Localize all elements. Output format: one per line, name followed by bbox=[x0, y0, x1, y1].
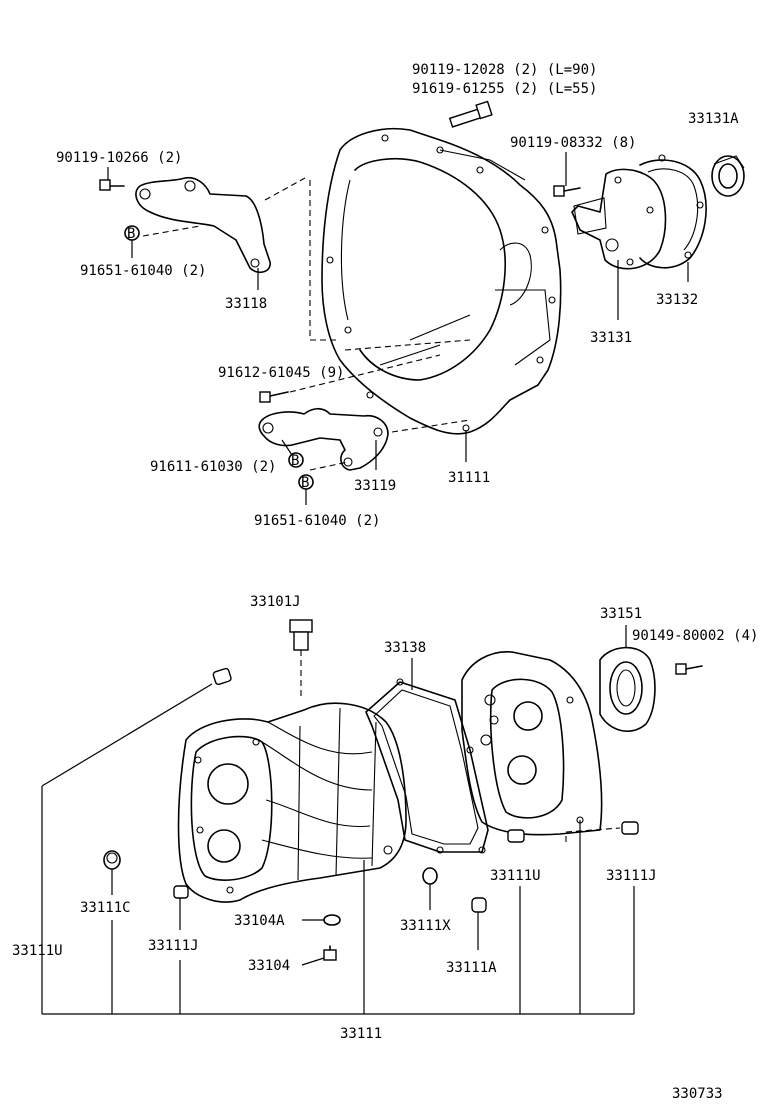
label-91619-61255: 91619-61255 (2) (L=55) bbox=[412, 81, 597, 97]
washer-b-icon: B bbox=[124, 225, 140, 242]
dowel-pin-icon bbox=[507, 829, 525, 843]
bracket-33118-icon bbox=[135, 176, 271, 274]
label-33111c: 33111C bbox=[80, 900, 131, 916]
oil-seal-icon bbox=[711, 155, 745, 197]
label-33111j-left: 33111J bbox=[148, 938, 199, 954]
label-33151: 33151 bbox=[600, 606, 642, 622]
label-33111j-right: 33111J bbox=[606, 868, 657, 884]
bracket-33119-icon bbox=[258, 407, 389, 471]
label-91651-61040-top: 91651-61040 (2) bbox=[80, 263, 206, 279]
label-33101j: 33101J bbox=[250, 594, 301, 610]
label-33111u-right: 33111U bbox=[490, 868, 541, 884]
dowel-pin-icon bbox=[212, 667, 232, 686]
label-33131a: 33131A bbox=[688, 111, 739, 127]
label-33111x: 33111X bbox=[400, 918, 451, 934]
label-33138: 33138 bbox=[384, 640, 426, 656]
reference-bracket bbox=[41, 786, 634, 1015]
gasket-33138-icon bbox=[365, 678, 489, 854]
label-33132: 33132 bbox=[656, 292, 698, 308]
rear-retainer-icon bbox=[599, 646, 656, 733]
retainer-bolt-icon bbox=[553, 185, 581, 197]
bell-housing-icon bbox=[321, 127, 562, 435]
drain-plug-icon bbox=[323, 945, 337, 961]
label-90149-80002: 90149-80002 (4) bbox=[632, 628, 758, 644]
label-33104a: 33104A bbox=[234, 913, 285, 929]
label-33111u-left: 33111U bbox=[12, 943, 63, 959]
label-91612-61045: 91612-61045 (9) bbox=[218, 365, 344, 381]
svg-text:B: B bbox=[301, 475, 309, 491]
transmission-case-icon bbox=[177, 702, 407, 903]
svg-text:B: B bbox=[127, 226, 135, 242]
label-33111a: 33111A bbox=[446, 960, 497, 976]
label-90119-12028: 90119-12028 (2) (L=90) bbox=[412, 62, 597, 78]
gasket-33132-icon bbox=[639, 154, 707, 269]
label-33111: 33111 bbox=[340, 1026, 382, 1042]
plug-33111c-icon bbox=[103, 850, 121, 870]
label-90119-08332: 90119-08332 (8) bbox=[510, 135, 636, 151]
label-33119: 33119 bbox=[354, 478, 396, 494]
extension-housing-icon bbox=[461, 651, 603, 836]
dowel-pin-icon bbox=[621, 821, 639, 835]
label-33104: 33104 bbox=[248, 958, 290, 974]
plug-33111a-icon bbox=[471, 897, 487, 913]
diagram-id: 330733 bbox=[672, 1086, 723, 1102]
label-33118: 33118 bbox=[225, 296, 267, 312]
long-bolt-icon bbox=[448, 100, 493, 128]
small-bolt-icon bbox=[99, 179, 125, 191]
washer-33104a-icon bbox=[323, 914, 341, 926]
front-retainer-icon bbox=[571, 168, 667, 270]
plug-33111x-icon bbox=[422, 867, 438, 885]
svg-text:B: B bbox=[291, 453, 299, 469]
washer-b-icon: B bbox=[298, 474, 314, 491]
rear-bolt-icon bbox=[675, 663, 703, 675]
label-33131: 33131 bbox=[590, 330, 632, 346]
label-91611-61030: 91611-61030 (2) bbox=[150, 459, 276, 475]
breather-plug-icon bbox=[289, 619, 313, 651]
label-90119-10266: 90119-10266 (2) bbox=[56, 150, 182, 166]
washer-b-icon: B bbox=[288, 452, 304, 469]
label-91651-61040-bottom: 91651-61040 (2) bbox=[254, 513, 380, 529]
label-31111: 31111 bbox=[448, 470, 490, 486]
dowel-pin-icon bbox=[173, 885, 189, 899]
housing-bolt-icon bbox=[259, 391, 289, 403]
